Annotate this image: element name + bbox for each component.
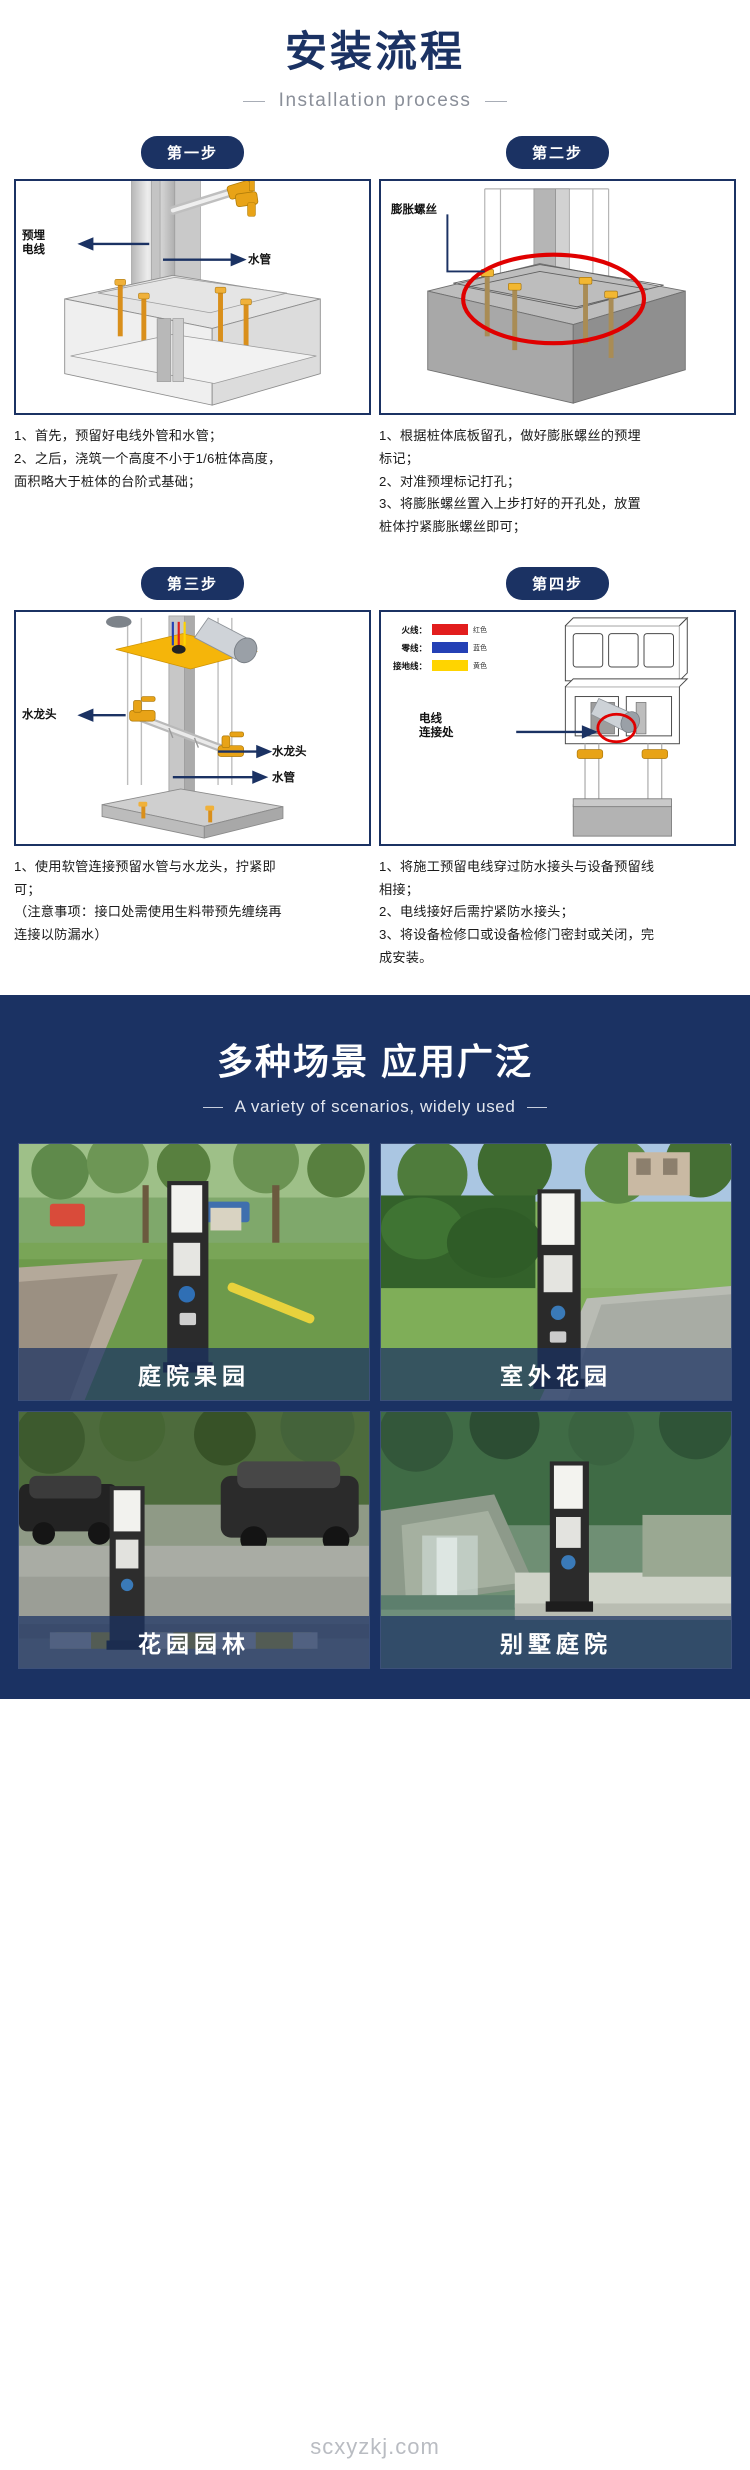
step-4-illustration — [516, 616, 689, 837]
legend-colorname-blue: 蓝色 — [473, 644, 487, 652]
step-3-caption-line-4: 连接以防漏水） — [14, 926, 108, 942]
step-3-badge: 第三步 — [140, 566, 244, 600]
legend-row-ground-wire: 接地线： 黄色 — [393, 660, 487, 672]
step-1-label-water-pipe: 水管 — [248, 254, 271, 267]
dash-left-icon-2 — [202, 1106, 223, 1109]
step-1-diagram: 预埋 电线 水管 — [14, 179, 371, 416]
step-1-caption: 1、首先，预留好电线外管和水管； 2、之后，浇筑一个高度不小于1/6桩体高度， … — [14, 425, 371, 493]
step-4-label-wire-connection: 电线 连接处 — [419, 712, 454, 739]
step-3-caption-line-1: 1、使用软管连接预留水管与水龙头，拧紧即 — [14, 858, 276, 874]
dash-left-icon — [242, 100, 265, 103]
legend-swatch-blue — [432, 642, 468, 654]
step-1-caption-line-2: 2、之后，浇筑一个高度不小于1/6桩体高度， — [14, 451, 282, 466]
step-2-pill-row: 第二步 — [379, 136, 736, 170]
scenario-photo-3[interactable]: 花园园林 — [18, 1411, 370, 1670]
step-2-caption-line-5: 桩体拧紧膨胀螺丝即可； — [379, 519, 527, 535]
step-card-1: 第一步 — [14, 136, 371, 539]
step-card-2: 第二步 — [379, 136, 736, 539]
step-3-caption-line-3: （注意事项：接口处需使用生料带预先缠绕再 — [14, 904, 282, 920]
page-header: 安装流程 Installation process — [0, 0, 750, 112]
page-subtitle: Installation process — [278, 90, 472, 112]
step-3-label-faucet-right: 水龙头 — [272, 745, 307, 758]
watermark: scxyzkj.com — [310, 2434, 440, 2459]
step-1-illustration — [64, 181, 321, 407]
legend-colorname-red: 红色 — [473, 626, 487, 634]
step-4-pill-row: 第四步 — [379, 566, 736, 600]
step-2-caption-line-2: 标记； — [379, 451, 420, 466]
step-4-caption-line-3: 2、电线接好后需拧紧防水接头； — [379, 904, 574, 920]
step-4-badge: 第四步 — [505, 566, 609, 600]
legend-label-ground: 接地线： — [393, 660, 428, 671]
scenario-photo-4-caption: 别墅庭院 — [381, 1616, 731, 1669]
step-2-diagram: 膨胀螺丝 — [379, 179, 736, 416]
scenario-photo-1-caption: 庭院果园 — [19, 1348, 369, 1401]
step-4-wire-color-legend: 火线： 红色 零线： 蓝色 接地线： 黄色 — [393, 624, 487, 672]
step-1-label-preburied-wire: 预埋 电线 — [22, 230, 45, 257]
scenario-photo-2[interactable]: 室外花园 — [380, 1143, 732, 1402]
scenario-photo-4[interactable]: 别墅庭院 — [380, 1411, 732, 1670]
step-3-label-faucet-left: 水龙头 — [22, 708, 57, 721]
step-2-caption-line-1: 1、根据桩体底板留孔，做好膨胀螺丝的预埋 — [379, 428, 641, 444]
step-2-illustration — [427, 188, 686, 405]
step-4-caption-line-2: 相接； — [379, 881, 420, 897]
step-3-pill-row: 第三步 — [14, 566, 371, 600]
step-4-diagram: 火线： 红色 零线： 蓝色 接地线： 黄色 电线 连接处 — [379, 609, 736, 846]
legend-label-neutral: 零线： — [401, 642, 427, 653]
step-4-caption: 1、将施工预留电线穿过防水接头与设备预留线 相接； 2、电线接好后需拧紧防水接头… — [379, 856, 736, 970]
step-2-badge: 第二步 — [505, 136, 609, 170]
scenarios-subtitle: A variety of scenarios, widely used — [234, 1097, 516, 1117]
step-card-3: 第三步 — [14, 566, 371, 970]
legend-label-live: 火线： — [401, 624, 427, 635]
legend-colorname-yellow: 黄色 — [473, 662, 487, 670]
scenarios-subtitle-row: A variety of scenarios, widely used — [0, 1097, 750, 1117]
step-1-caption-line-1: 1、首先，预留好电线外管和水管； — [14, 428, 223, 444]
step-3-caption-line-2: 可； — [14, 881, 41, 897]
scenario-photo-3-caption: 花园园林 — [19, 1616, 369, 1669]
step-1-pill-row: 第一步 — [14, 136, 371, 170]
step-2-label-expansion-screw: 膨胀螺丝 — [391, 204, 437, 217]
step-1-badge: 第一步 — [140, 136, 244, 170]
step-3-illustration — [77, 615, 284, 839]
step-2-caption: 1、根据桩体底板留孔，做好膨胀螺丝的预埋 标记； 2、对准预埋标记打孔； 3、将… — [379, 425, 736, 539]
dash-right-icon — [485, 100, 508, 103]
step-4-caption-line-1: 1、将施工预留电线穿过防水接头与设备预留线 — [379, 858, 655, 874]
step-3-label-water-pipe: 水管 — [272, 771, 295, 784]
step-1-caption-line-3: 面积略大于桩体的台阶式基础； — [14, 473, 202, 489]
page-title: 安装流程 — [284, 28, 465, 75]
step-card-4: 第四步 — [379, 566, 736, 970]
installation-steps-grid: 第一步 — [0, 136, 750, 969]
page-subtitle-row: Installation process — [0, 90, 750, 112]
scenario-photo-2-caption: 室外花园 — [381, 1348, 731, 1401]
dash-right-icon-2 — [527, 1106, 548, 1109]
legend-row-live-wire: 火线： 红色 — [393, 624, 487, 636]
step-2-caption-line-3: 2、对准预埋标记打孔； — [379, 473, 521, 489]
step-4-caption-line-4: 3、将设备检修口或设备检修门密封或关闭，完 — [379, 926, 655, 942]
step-3-diagram: 水龙头 水龙头 水管 — [14, 609, 371, 846]
scenario-photo-1[interactable]: 庭院果园 — [18, 1143, 370, 1402]
scenario-photo-grid: 庭院果园 — [0, 1143, 750, 1670]
scenarios-section: 多种场景 应用广泛 A variety of scenarios, widely… — [0, 995, 750, 1700]
legend-swatch-red — [432, 624, 468, 636]
legend-row-neutral-wire: 零线： 蓝色 — [393, 642, 487, 654]
legend-swatch-yellow — [432, 660, 468, 672]
step-2-caption-line-4: 3、将膨胀螺丝置入上步打好的开孔处，放置 — [379, 496, 641, 512]
step-3-caption: 1、使用软管连接预留水管与水龙头，拧紧即 可； （注意事项：接口处需使用生料带预… — [14, 856, 371, 947]
scenarios-title: 多种场景 应用广泛 — [216, 1041, 533, 1083]
step-4-caption-line-5: 成安装。 — [379, 949, 433, 965]
